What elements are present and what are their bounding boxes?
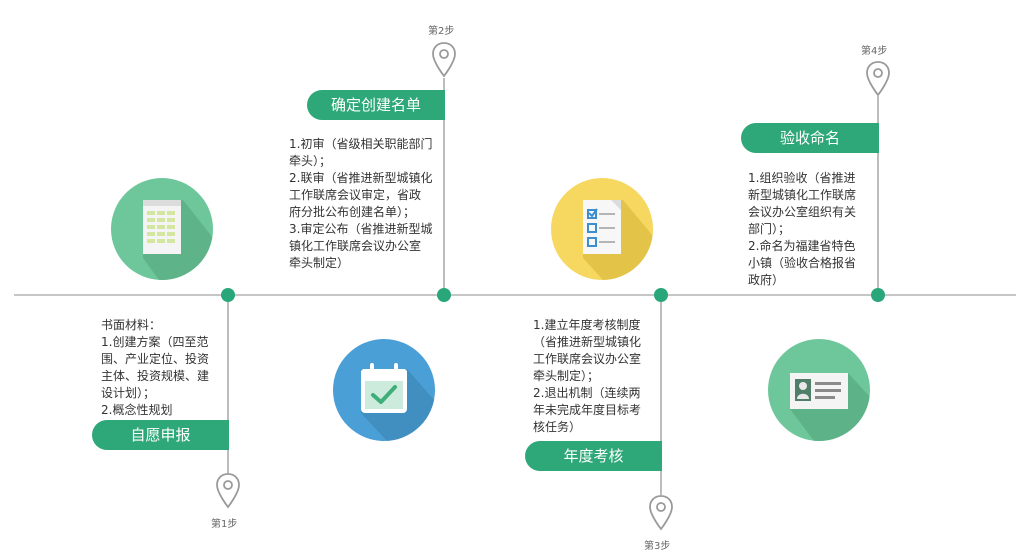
step2-pin-icon: [432, 42, 456, 78]
step2-label: 第2步: [428, 26, 455, 37]
step4-description: 1.组织验收（省推进 新型城镇化工作联席 会议办公室组织有关 部门）； 2.命名…: [748, 171, 857, 287]
id-card-icon: [768, 339, 870, 441]
checklist-icon: [551, 178, 653, 280]
step2-title-banner: 确定创建名单: [307, 90, 445, 120]
step1-node: [221, 288, 235, 302]
spreadsheet-icon: [111, 178, 213, 280]
step3-node: [654, 288, 668, 302]
step1-label: 第1步: [211, 519, 238, 530]
step4-node: [871, 288, 885, 302]
step4-pin-icon: [866, 61, 890, 97]
step4-title-banner: 验收命名: [741, 123, 879, 153]
step2-connector: [443, 78, 445, 296]
step4-connector: [877, 96, 879, 296]
step1-pin-icon: [216, 473, 240, 509]
step3-title-banner: 年度考核: [525, 441, 662, 471]
step3-description: 1.建立年度考核制度 （省推进新型城镇化 工作联席会议办公室 牵头制定）； 2.…: [533, 318, 642, 434]
step1-description: 书面材料： 1.创建方案（四至范 围、产业定位、投资 主体、投资规模、建 设计划…: [101, 318, 210, 417]
step1-title-banner: 自愿申报: [92, 420, 229, 450]
step2-description: 1.初审（省级相关职能部门 牵头）； 2.联审（省推进新型城镇化 工作联席会议审…: [289, 137, 433, 270]
timeline-axis: [14, 294, 1016, 296]
step1-connector: [227, 295, 229, 475]
step3-pin-icon: [649, 495, 673, 531]
step3-connector: [660, 295, 662, 495]
step3-label: 第3步: [644, 541, 671, 552]
step4-label: 第4步: [861, 46, 888, 57]
step2-node: [437, 288, 451, 302]
calendar-check-icon: [333, 339, 435, 441]
